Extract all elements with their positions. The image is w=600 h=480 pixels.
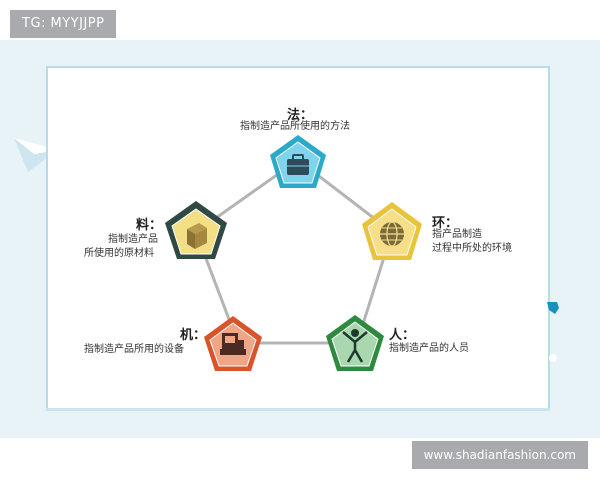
node-liao-desc-line1: 指制造产品 <box>108 234 158 245</box>
node-huan <box>362 202 422 260</box>
node-fa-desc: 指制造产品所使用的方法 <box>240 121 350 132</box>
side-decoration <box>547 302 559 362</box>
node-ji-desc: 指制造产品所用的设备 <box>84 344 184 355</box>
box-icon <box>187 223 207 249</box>
node-ji-title: 机： <box>180 328 207 343</box>
machine-icon <box>220 333 246 355</box>
diagram-frame <box>46 66 550 410</box>
node-huan-desc-line2: 过程中所处的环境 <box>432 243 512 254</box>
node-liao-title: 料： <box>136 218 163 233</box>
person-icon <box>342 329 368 363</box>
node-liao-desc-line2: 所使用的原材料 <box>84 248 154 259</box>
briefcase-icon <box>287 154 309 175</box>
watermark-label: www.shadianfashion.com <box>411 441 588 469</box>
globe-icon <box>380 221 404 247</box>
node-huan-desc-line1: 指产品制造 <box>432 229 482 240</box>
tg-badge: TG: MYYJJPP <box>10 10 117 38</box>
frame-underline <box>46 408 550 411</box>
node-ren-title: 人： <box>389 328 416 343</box>
node-ji <box>204 316 262 371</box>
node-fa <box>270 135 326 188</box>
node-fa-title: 法： <box>287 108 314 123</box>
node-huan-title: 环： <box>432 216 459 231</box>
node-ren <box>326 315 384 371</box>
node-liao <box>165 201 227 259</box>
node-ren-desc: 指制造产品的人员 <box>389 343 469 354</box>
